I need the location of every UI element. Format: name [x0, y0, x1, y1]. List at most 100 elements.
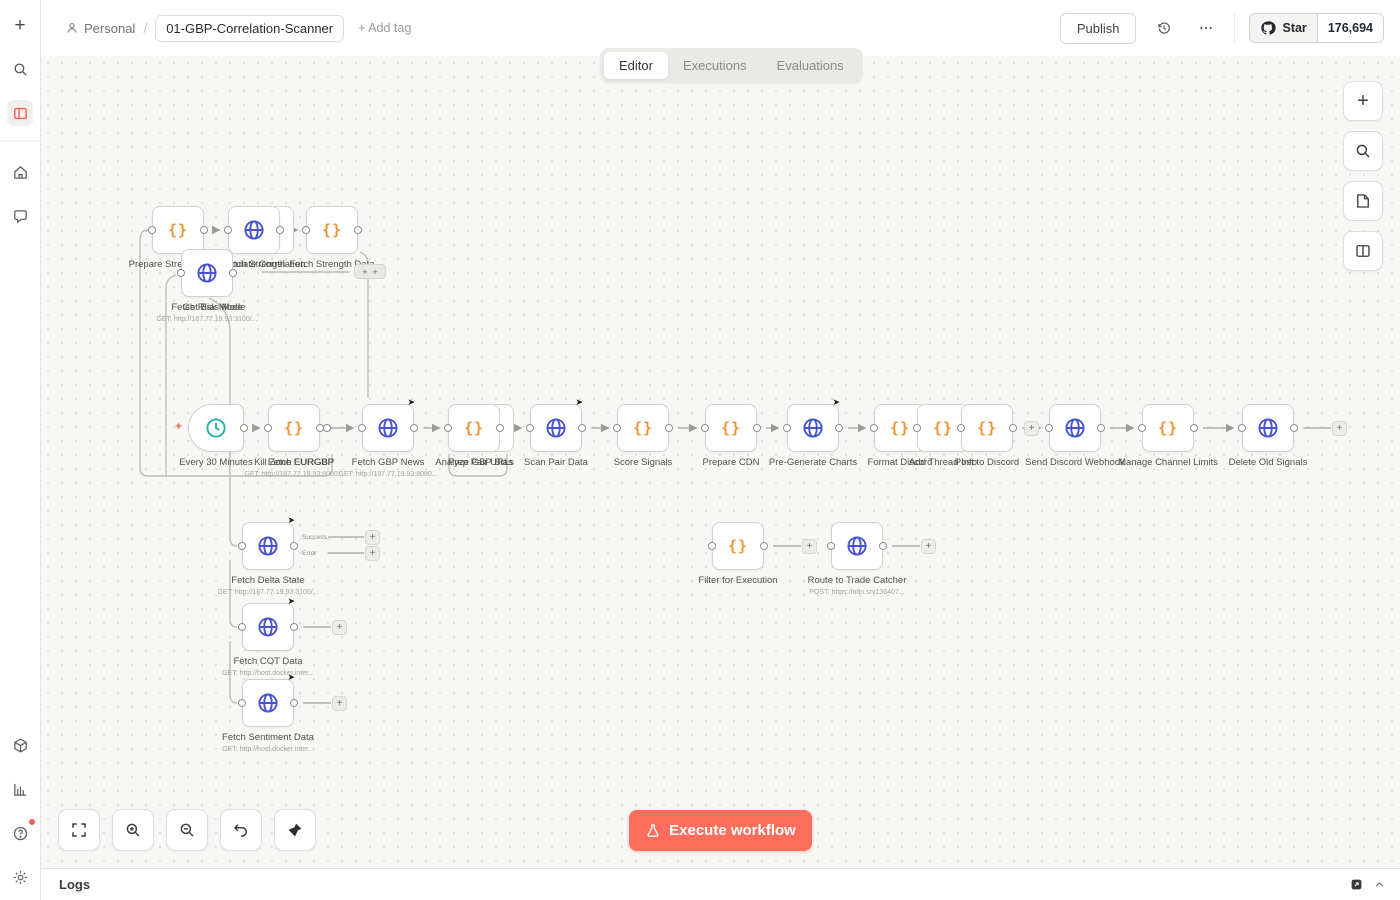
add-tag-button[interactable]: + Add tag [358, 21, 412, 35]
output-port[interactable] [1190, 424, 1198, 432]
node-analyze-gbp-bias[interactable]: {} [444, 404, 504, 452]
add-node-button[interactable]: + [1343, 81, 1383, 121]
input-port[interactable] [302, 226, 310, 234]
sidebar-search-button[interactable] [7, 56, 33, 82]
output-port[interactable] [1097, 424, 1105, 432]
input-port[interactable] [148, 226, 156, 234]
logs-panel-header[interactable]: Logs [41, 868, 1400, 900]
input-port[interactable] [238, 623, 246, 631]
input-port[interactable] [701, 424, 709, 432]
input-port[interactable] [177, 269, 185, 277]
input-port[interactable] [444, 424, 452, 432]
node-delete-old-signals[interactable] [1238, 404, 1298, 452]
output-port[interactable] [1290, 424, 1298, 432]
open-logs-window-button[interactable] [1350, 878, 1363, 891]
output-port[interactable] [240, 424, 248, 432]
sidebar-help-button[interactable] [7, 819, 35, 846]
node-fetch-strength-data[interactable]: {} [302, 206, 362, 254]
undo-button[interactable] [220, 809, 262, 851]
output-port[interactable] [753, 424, 761, 432]
sidebar-settings-button[interactable] [7, 864, 33, 890]
output-port[interactable] [410, 424, 418, 432]
sidebar-insights-button[interactable] [7, 776, 33, 802]
tab-editor[interactable]: Editor [604, 52, 668, 79]
output-port[interactable] [290, 542, 298, 550]
output-port[interactable] [1009, 424, 1017, 432]
more-options-button[interactable] [1192, 14, 1220, 42]
node-fetch-cot-data[interactable]: ➤ [238, 596, 298, 651]
output-port[interactable] [496, 424, 504, 432]
output-port[interactable] [879, 542, 887, 550]
node-manage-channel-limits[interactable]: {} [1138, 404, 1198, 452]
node-scan-pair-data[interactable]: ➤ [526, 397, 586, 452]
node-killzone[interactable]: {} [264, 404, 331, 452]
output-port[interactable] [578, 424, 586, 432]
github-star-widget[interactable]: Star 176,694 [1249, 13, 1384, 43]
zoom-in-button[interactable] [112, 809, 154, 851]
input-port[interactable] [358, 424, 366, 432]
input-port[interactable] [238, 542, 246, 550]
add-connected-node-button[interactable]: + [365, 546, 380, 561]
input-port[interactable] [526, 424, 534, 432]
output-port[interactable] [354, 226, 362, 234]
add-connected-node-button[interactable]: + [332, 696, 347, 711]
output-port[interactable] [835, 424, 843, 432]
tidy-up-button[interactable] [274, 809, 316, 851]
node-fetch-risk-mode[interactable] [177, 249, 237, 297]
tab-executions[interactable]: Executions [682, 58, 747, 73]
input-port[interactable] [783, 424, 791, 432]
output-port[interactable] [290, 699, 298, 707]
node-fetch-sentiment-data[interactable]: ➤ [238, 672, 298, 727]
fit-view-button[interactable] [58, 809, 100, 851]
output-port[interactable] [200, 226, 208, 234]
node-fetch-strength[interactable] [224, 206, 284, 254]
output-port[interactable] [323, 424, 331, 432]
tab-evaluations[interactable]: Evaluations [776, 58, 844, 73]
publish-button[interactable]: Publish [1059, 12, 1137, 44]
output-port[interactable] [229, 269, 237, 277]
add-connected-node-button[interactable]: + [365, 530, 380, 545]
add-output-pill[interactable]: ++ [354, 264, 386, 279]
node-score-signals[interactable]: {} [613, 404, 673, 452]
input-port[interactable] [264, 424, 272, 432]
output-port[interactable] [665, 424, 673, 432]
node-fetch-gbp-news[interactable]: ➤ [358, 397, 418, 452]
input-port[interactable] [827, 542, 835, 550]
add-connected-node-button[interactable]: + [802, 539, 817, 554]
add-sticky-note-button[interactable] [1343, 181, 1383, 221]
input-port[interactable] [870, 424, 878, 432]
toggle-panel-button[interactable] [1343, 231, 1383, 271]
input-port[interactable] [613, 424, 621, 432]
node-send-discord-webhook[interactable] [1045, 404, 1105, 452]
node-route-to-trade-catcher[interactable] [827, 522, 887, 570]
output-port[interactable] [276, 226, 284, 234]
output-port[interactable] [760, 542, 768, 550]
breadcrumb-project[interactable]: Personal [65, 21, 135, 36]
zoom-out-button[interactable] [166, 809, 208, 851]
output-port[interactable] [290, 623, 298, 631]
node-every-30-minutes[interactable] [188, 404, 248, 452]
input-port[interactable] [224, 226, 232, 234]
node-filter-for-execution[interactable]: {} [708, 522, 768, 570]
sidebar-workflows-button[interactable] [7, 100, 33, 126]
input-port[interactable] [1138, 424, 1146, 432]
history-button[interactable] [1150, 14, 1178, 42]
add-connected-node-button[interactable]: + [332, 620, 347, 635]
node-pre-generate-charts[interactable]: ➤ [783, 397, 843, 452]
input-port[interactable] [1238, 424, 1246, 432]
sidebar-home-button[interactable] [7, 159, 33, 185]
input-port[interactable] [957, 424, 965, 432]
node-post-to-discord[interactable]: {} [957, 404, 1017, 452]
workflow-name-input[interactable]: 01-GBP-Correlation-Scanner [155, 14, 345, 42]
expand-logs-button[interactable] [1373, 878, 1386, 891]
sidebar-templates-button[interactable] [7, 732, 33, 758]
node-fetch-delta-state[interactable]: ➤ [238, 515, 298, 570]
add-connected-node-button[interactable]: + [921, 539, 936, 554]
node-prepare-cdn[interactable]: {} [701, 404, 761, 452]
sidebar-new-button[interactable]: + [7, 12, 33, 38]
input-port[interactable] [708, 542, 716, 550]
canvas-search-button[interactable] [1343, 131, 1383, 171]
sidebar-chat-button[interactable] [7, 203, 33, 229]
input-port[interactable] [1045, 424, 1053, 432]
